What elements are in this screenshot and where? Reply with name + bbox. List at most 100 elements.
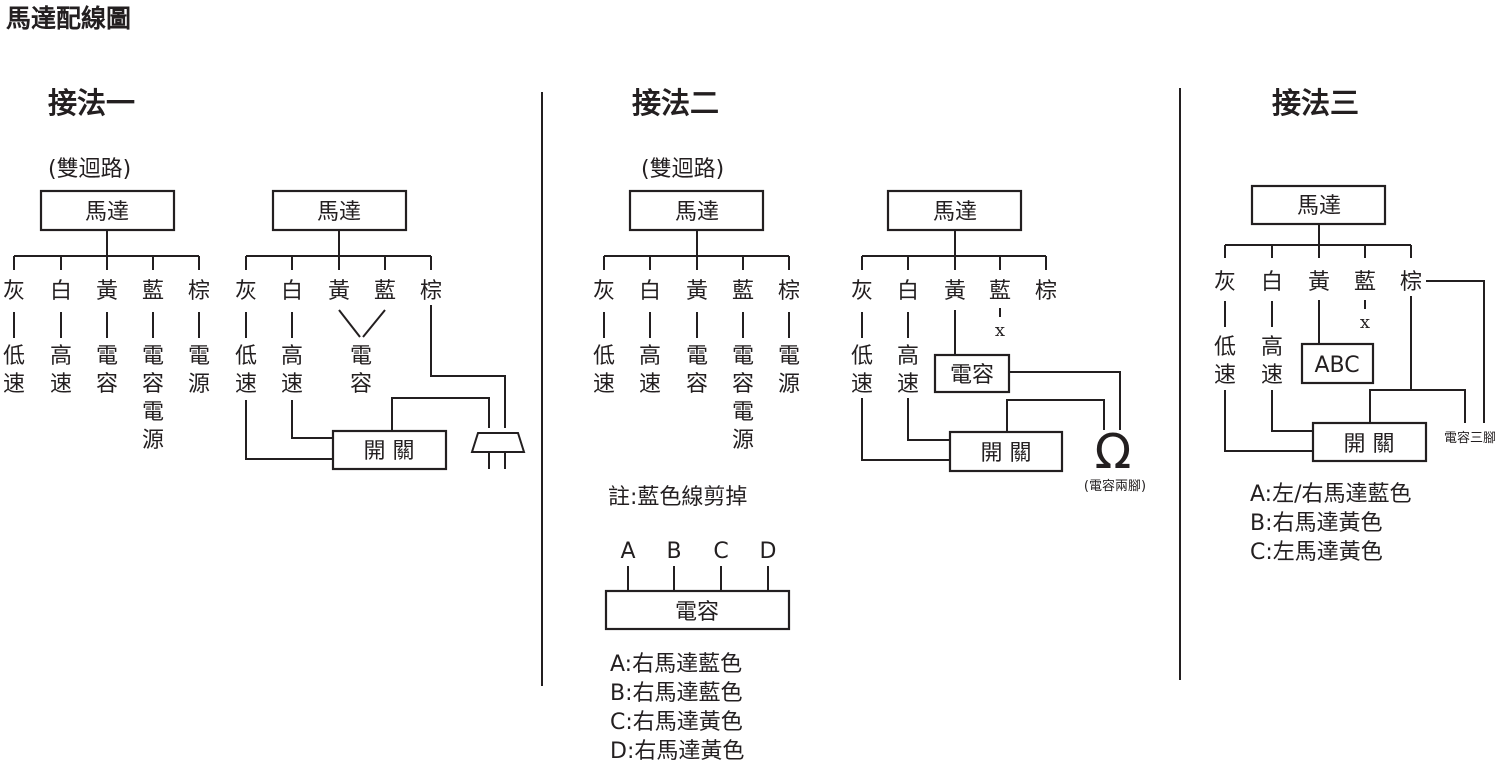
wire-label-gray: 灰 xyxy=(3,279,25,304)
motor-box xyxy=(628,189,765,232)
wire-label-brown: 棕 xyxy=(1035,279,1057,304)
function-labels: 低 速 高 速 電 容 電 容 電 源 電 源 xyxy=(593,344,800,453)
legend-line-b: B:右馬達黃色 xyxy=(1250,511,1383,536)
method-3: 接法三 馬達 灰 白 黃 藍 棕 x 低 速 高 速 ABC 開 關 電容三腳 … xyxy=(1214,86,1496,565)
wire-label-brown: 棕 xyxy=(778,279,800,304)
switch-wiring xyxy=(1224,280,1485,452)
func-blue-2: 容 xyxy=(732,372,754,397)
legend-line-d: D:右馬達黃色 xyxy=(610,739,744,764)
motor-label: 馬達 xyxy=(933,200,977,225)
switch-box xyxy=(331,429,448,471)
terminal-label-d: D xyxy=(760,539,777,564)
side-label-capacitor-3pin: 電容三腳 xyxy=(1444,430,1496,446)
wire-label-yellow: 黃 xyxy=(1308,270,1330,295)
func-gray-1: 低 xyxy=(235,344,257,369)
wire-label-blue: 藍 xyxy=(989,279,1011,304)
func-gray-1: 低 xyxy=(851,344,873,369)
connector-lines xyxy=(13,312,200,338)
wire-label-blue: 藍 xyxy=(142,279,164,304)
func-white-2: 速 xyxy=(281,372,303,397)
motor-label: 馬達 xyxy=(1297,194,1341,219)
func-gray-2: 速 xyxy=(1214,363,1236,388)
func-gray-2: 速 xyxy=(3,372,25,397)
func-white-1: 高 xyxy=(897,344,919,369)
legend-line-a: A:左/右馬達藍色 xyxy=(1250,482,1412,507)
func-blue-3: 電 xyxy=(142,400,164,425)
function-labels: 低 速 高 速 電 容 電 容 電 源 電 源 xyxy=(3,344,210,453)
func-white-1: 高 xyxy=(1261,335,1283,360)
connector-lines xyxy=(1224,300,1366,344)
bus-wire xyxy=(1224,224,1412,258)
cut-mark: x xyxy=(995,320,1005,341)
func-yellow-1: 電 xyxy=(96,344,118,369)
method-2-right-diagram: 馬達 灰 白 黃 藍 棕 x 低 速 高 速 電容 開 關 Ω (電容兩腳) xyxy=(851,189,1146,494)
wire-label-row: 灰 白 黃 藍 棕 xyxy=(593,279,800,304)
switch-wiring xyxy=(245,397,490,460)
bus-wire xyxy=(861,230,1047,270)
wire-label-gray: 灰 xyxy=(851,279,873,304)
func-white-1: 高 xyxy=(281,344,303,369)
wire-label-gray: 灰 xyxy=(1214,270,1236,295)
func-yellow-2: 容 xyxy=(686,372,708,397)
method-1-right-diagram: 馬達 灰 白 黃 藍 棕 低 速 高 速 電 容 開 關 xyxy=(235,189,526,471)
switch-wiring xyxy=(861,371,1121,461)
brown-to-plug-wire xyxy=(430,305,506,428)
method-1-heading: 接法一 xyxy=(48,86,135,120)
abc-box xyxy=(1300,342,1375,385)
plug-icon xyxy=(470,432,526,453)
func-yellow-2: 容 xyxy=(96,372,118,397)
connector-lines xyxy=(245,309,386,338)
func-white-2: 速 xyxy=(897,372,919,397)
func-blue-4: 源 xyxy=(732,428,754,453)
func-gray-2: 速 xyxy=(851,372,873,397)
method-2-heading: 接法二 xyxy=(632,86,719,120)
func-brown-1: 電 xyxy=(188,344,210,369)
switch-label: 開 關 xyxy=(1344,432,1395,457)
func-white-1: 高 xyxy=(50,344,72,369)
legend-line-c: C:右馬達黃色 xyxy=(610,710,743,735)
legend-line-c: C:左馬達黃色 xyxy=(1250,540,1383,565)
terminal-pins xyxy=(627,566,769,591)
motor-box xyxy=(271,189,408,232)
wire-label-brown: 棕 xyxy=(1400,270,1422,295)
wire-label-gray: 灰 xyxy=(235,279,257,304)
func-gray-1: 低 xyxy=(1214,335,1236,360)
connector-lines xyxy=(861,308,1001,355)
wire-label-brown: 棕 xyxy=(420,279,442,304)
func-blue-1: 電 xyxy=(732,344,754,369)
method-1-left-diagram: 馬達 灰 白 黃 藍 棕 低 速 高 速 電 容 電 容 電 源 電 xyxy=(3,189,210,453)
cut-mark: x xyxy=(1360,312,1370,333)
func-gray-2: 速 xyxy=(593,372,615,397)
method-1: 接法一 (雙迴路) 馬達 灰 白 黃 藍 棕 低 速 高 速 電 容 電 xyxy=(3,86,526,471)
switch-label: 開 關 xyxy=(981,441,1032,466)
motor-box xyxy=(886,189,1023,232)
capacitor-terminal-label: 電容 xyxy=(675,600,719,625)
func-gray-1: 低 xyxy=(593,344,615,369)
capacitor-label-2: 容 xyxy=(350,372,372,397)
wire-label-brown: 棕 xyxy=(188,279,210,304)
wire-label-row: 灰 白 黃 藍 棕 xyxy=(851,279,1057,304)
page-title: 馬達配線圖 xyxy=(6,4,131,33)
ohm-icon: Ω xyxy=(1095,424,1132,480)
wire-label-white: 白 xyxy=(897,279,919,304)
method-2-terminal-diagram: A B C D 電容 A:右馬達藍色 B:右馬達藍色 C:右馬達黃色 D:右馬達… xyxy=(604,539,791,764)
method-2: 接法二 (雙迴路) 馬達 灰 白 黃 藍 棕 低 速 高 速 電 容 電 xyxy=(593,86,1146,764)
func-blue-1: 電 xyxy=(142,344,164,369)
motor-box xyxy=(39,189,176,232)
legend-line-a: A:右馬達藍色 xyxy=(610,652,742,677)
wire-label-blue: 藍 xyxy=(732,279,754,304)
wire-label-gray: 灰 xyxy=(593,279,615,304)
motor-label: 馬達 xyxy=(317,200,361,225)
wire-label-yellow: 黃 xyxy=(944,279,966,304)
func-blue-4: 源 xyxy=(142,428,164,453)
func-brown-2: 源 xyxy=(778,372,800,397)
wire-label-blue: 藍 xyxy=(374,279,396,304)
method-2-subtitle: (雙迴路) xyxy=(641,157,724,182)
legend-line-b: B:右馬達藍色 xyxy=(610,681,743,706)
bus-wire xyxy=(13,230,200,270)
func-blue-2: 容 xyxy=(142,372,164,397)
method-2-left-diagram: 馬達 灰 白 黃 藍 棕 低 速 高 速 電 容 電 容 電 源 電 xyxy=(593,189,800,510)
capacitor-box xyxy=(933,353,1011,394)
func-white-2: 速 xyxy=(50,372,72,397)
